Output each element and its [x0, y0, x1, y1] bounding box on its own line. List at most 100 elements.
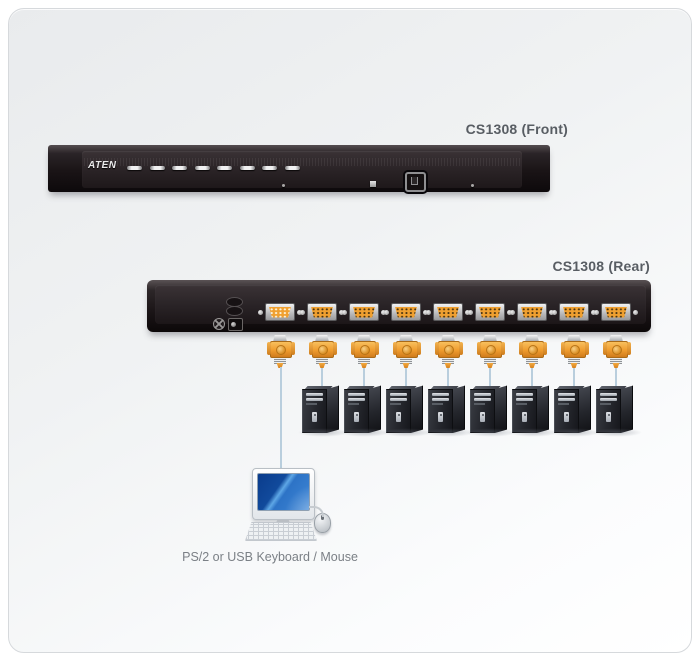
- sphd-plug-4: [393, 335, 421, 368]
- vga-shell: [475, 303, 505, 321]
- monitor-neck: [276, 517, 290, 523]
- grounding-screw-icon: [213, 318, 225, 330]
- vga-shell: [433, 303, 463, 321]
- screw-nut-icon: [468, 309, 473, 315]
- kvm-cable-6: [531, 367, 533, 391]
- sphd-plug-2: [309, 335, 337, 368]
- plug-ribs: [568, 358, 580, 364]
- screw-nut-icon: [591, 309, 596, 315]
- plug-body: [477, 341, 505, 358]
- vga-face: [563, 306, 585, 318]
- drive-slot: [348, 403, 359, 405]
- drive-bay: [600, 393, 617, 396]
- screw-nut-icon: [594, 309, 599, 315]
- sphd-plug-1: [267, 335, 295, 368]
- tower-front: [596, 389, 621, 433]
- drive-slot: [516, 403, 527, 405]
- plug-body: [519, 341, 547, 358]
- plug-body: [351, 341, 379, 358]
- drive-bay: [516, 398, 533, 401]
- plug-ribs: [484, 358, 496, 364]
- tower-front: [386, 389, 411, 433]
- plug-body: [309, 341, 337, 358]
- tower-side: [411, 385, 423, 433]
- plug-tail: [360, 363, 368, 368]
- vga-shell: [265, 303, 295, 321]
- console-monitor-icon: [252, 468, 315, 520]
- sphd-plug-6: [477, 335, 505, 368]
- vga-face: [479, 306, 501, 318]
- vga-shell: [601, 303, 631, 321]
- vga-port-cpu-8: [594, 302, 638, 322]
- vga-face: [311, 306, 333, 318]
- screw-nut-icon: [384, 309, 389, 315]
- vga-face: [605, 306, 627, 318]
- kvm-cable-2: [363, 367, 365, 391]
- drive-bay: [348, 393, 365, 396]
- kvm-cable-8: [615, 367, 617, 391]
- plug-ribs: [316, 358, 328, 364]
- plug-ring: [360, 345, 370, 355]
- port-select-button-3: [172, 166, 187, 170]
- plug-ring: [276, 345, 286, 355]
- tower-front: [428, 389, 453, 433]
- sphd-plug-9: [603, 335, 631, 368]
- vga-port-cpu-3: [384, 302, 428, 322]
- port-select-button-4: [194, 166, 210, 170]
- vga-port-cpu-1: [300, 302, 344, 322]
- plug-ribs: [610, 358, 622, 364]
- drive-bay: [600, 398, 617, 401]
- plug-cap: [525, 335, 539, 342]
- plug-ribs: [274, 358, 286, 364]
- plug-cap: [399, 335, 413, 342]
- drive-bay: [306, 398, 323, 401]
- vga-port-cpu-7: [552, 302, 596, 322]
- sphd-plug-3: [351, 335, 379, 368]
- drive-slot: [474, 403, 485, 405]
- plug-cap: [273, 335, 287, 342]
- plug-ribs: [442, 358, 454, 364]
- plug-ring: [318, 345, 328, 355]
- computer-tower-5: [465, 383, 517, 437]
- kvm-front-panel: ATEN: [48, 145, 550, 192]
- plug-ring: [444, 345, 454, 355]
- plug-tail: [528, 363, 536, 368]
- sphd-plug-8: [561, 335, 589, 368]
- screw-nut-icon: [297, 309, 302, 315]
- plug-tail: [612, 363, 620, 368]
- tower-side: [453, 385, 465, 433]
- brand-logo: ATEN: [88, 160, 117, 171]
- port-select-button-7: [262, 166, 277, 170]
- front-led-icon: [471, 184, 474, 187]
- drive-bay: [390, 393, 407, 396]
- plug-tail: [570, 363, 578, 368]
- plug-cap: [483, 335, 497, 342]
- tower-front: [470, 389, 495, 433]
- drive-bay: [348, 398, 365, 401]
- drive-bay: [306, 393, 323, 396]
- plug-ring: [402, 345, 412, 355]
- front-reset-button-icon: [370, 181, 376, 187]
- sphd-plug-5: [435, 335, 463, 368]
- vga-shell: [517, 303, 547, 321]
- plug-tail: [444, 363, 452, 368]
- computer-tower-7: [549, 383, 601, 437]
- tower-side: [369, 385, 381, 433]
- tower-front: [512, 389, 537, 433]
- computer-tower-1: [297, 383, 349, 437]
- plug-ring: [570, 345, 580, 355]
- drive-bay: [390, 398, 407, 401]
- screw-nut-icon: [465, 309, 470, 315]
- front-led-icon: [282, 184, 285, 187]
- kvm-cable-5: [489, 367, 491, 391]
- plug-ring: [612, 345, 622, 355]
- drive-bay: [558, 393, 575, 396]
- plug-ribs: [358, 358, 370, 364]
- power-jack-icon: [228, 318, 243, 331]
- plug-ribs: [526, 358, 538, 364]
- front-panel-label: CS1308 (Front): [465, 121, 568, 137]
- computer-tower-3: [381, 383, 433, 437]
- computer-tower-6: [507, 383, 559, 437]
- plug-tail: [486, 363, 494, 368]
- plug-body: [393, 341, 421, 358]
